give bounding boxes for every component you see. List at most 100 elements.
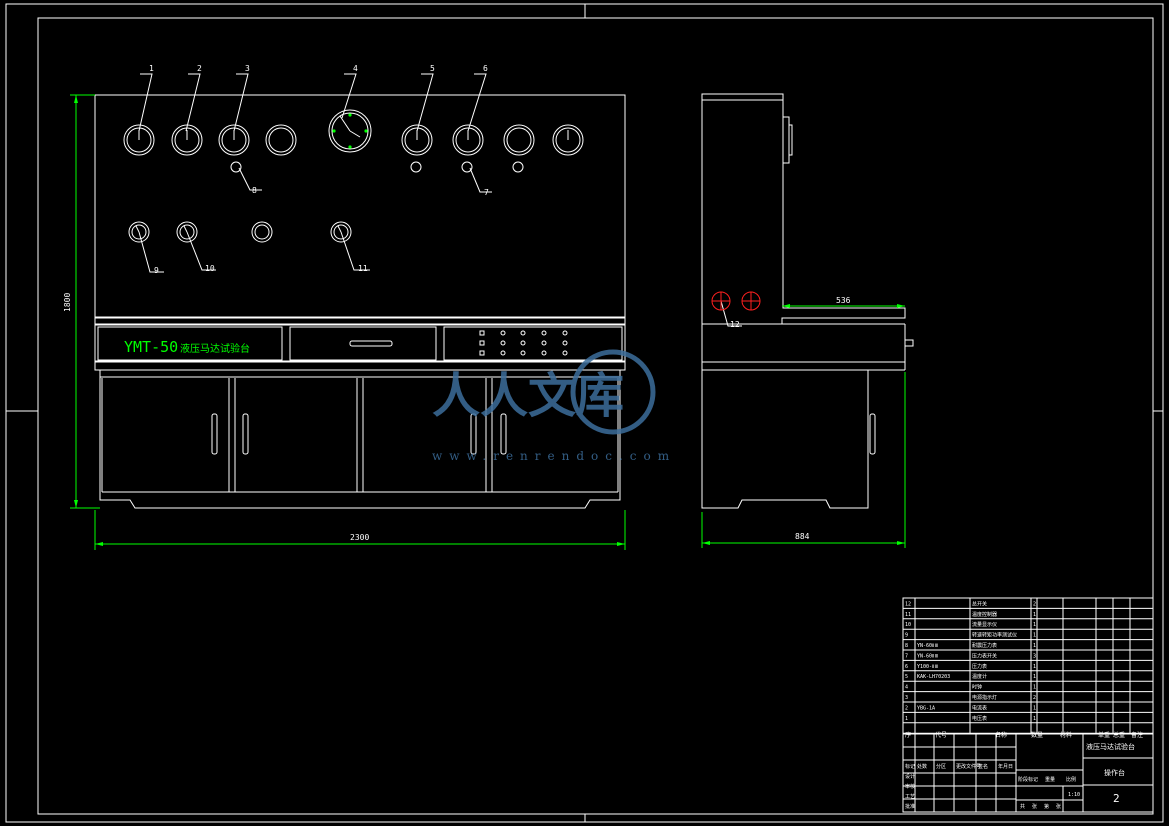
watermark-text: 人人文库: [432, 368, 624, 424]
part-number: 3: [905, 695, 908, 701]
sign-col-label: 分区: [936, 763, 946, 770]
part-number: 11: [905, 612, 911, 618]
parts-header: 数量: [1031, 731, 1043, 739]
part-qty: 1: [1033, 716, 1036, 722]
model-label: YMT-50: [124, 338, 178, 356]
weight-label: 重量: [1045, 776, 1055, 783]
width-value: 2300: [350, 533, 369, 542]
scale-value: 1:10: [1068, 792, 1080, 798]
depth-top-value: 536: [836, 296, 851, 305]
door-handle: [211, 413, 218, 455]
part-number: 1: [905, 716, 908, 722]
sign-col-label: 年月日: [998, 763, 1013, 770]
display-meter-icon: [251, 221, 273, 243]
callout-number: 11: [358, 264, 368, 273]
ratio-label: 比例: [1066, 776, 1076, 783]
part-name: 流量显示仪: [972, 621, 997, 628]
callout-number: 5: [430, 64, 435, 73]
display-meter-icon: [128, 221, 150, 243]
gauge-icon: [452, 124, 484, 156]
dimension-depth-top: 536: [782, 296, 905, 308]
sheet-number: 2: [1113, 792, 1120, 805]
gauge-icon: [171, 124, 203, 156]
watermark: 人人文库 www.renrendoc.com: [432, 349, 676, 463]
button-panel: [443, 326, 623, 361]
parts-header: 总重: [1113, 731, 1125, 739]
drawer-handle: [349, 340, 393, 347]
callout-number: 9: [154, 266, 159, 275]
gauge-icon: [123, 124, 155, 156]
desk-top: [94, 317, 626, 325]
gauge-switch-icon: [512, 161, 524, 173]
part-code: YN-60ⅡⅢ: [917, 643, 938, 649]
part-qty: 1: [1033, 643, 1036, 649]
part-name: 耐震压力表: [972, 642, 997, 649]
part-name: 时钟: [972, 684, 982, 691]
part-number: 9: [905, 633, 908, 639]
part-name: 总开关: [972, 600, 987, 607]
sub-name: 操作台: [1104, 768, 1125, 777]
parts-header: 代号: [935, 731, 947, 739]
display-row: [128, 221, 352, 243]
sign-row-label: 工艺: [905, 794, 915, 800]
part-name: 电流表: [972, 704, 987, 711]
parts-header: 序: [905, 731, 911, 739]
callout-number: 3: [245, 64, 250, 73]
part-name: 温度控制器: [972, 611, 997, 618]
part-name: 温度计: [972, 673, 987, 680]
part-number: 12: [905, 601, 911, 607]
part-number: 7: [905, 653, 908, 659]
part-qty: 2: [1033, 601, 1036, 607]
parts-header: 备注: [1131, 731, 1143, 739]
sheet-frame: [5, 3, 1164, 823]
gauge-icon: [265, 124, 297, 156]
sheet-label: 第: [1044, 803, 1049, 810]
part-qty: 1: [1033, 633, 1036, 639]
callout-number: 8: [252, 186, 257, 195]
callout-number: 7: [484, 188, 489, 197]
part-code: Y100-ⅡⅢ: [917, 664, 938, 670]
model-name: 液压马达试验台: [180, 342, 250, 355]
part-code: YBG-1A: [917, 705, 935, 711]
part-qty: 3: [1033, 653, 1036, 659]
sheet-label: 张: [1032, 803, 1037, 810]
sign-row-label: 批准: [905, 803, 915, 810]
sign-col-label: 更改文件号: [956, 763, 981, 770]
sheet-label: 共: [1020, 803, 1025, 810]
cabinet: [99, 369, 621, 509]
main-switch-icon: [741, 291, 761, 311]
control-strip: [94, 324, 626, 362]
part-qty: 1: [1033, 705, 1036, 711]
part-name: 电压表: [972, 715, 987, 722]
sheet-label: 张: [1056, 803, 1061, 810]
watermark-url: www.renrendoc.com: [432, 449, 676, 463]
part-qty: 1: [1033, 612, 1036, 618]
gauge-switch-icon: [461, 161, 473, 173]
depth-bottom-value: 884: [795, 532, 810, 541]
stage-label: 阶段标记: [1018, 776, 1038, 783]
sign-row-label: 审核: [905, 783, 915, 790]
side-door-handle: [869, 413, 876, 455]
callout-number: 6: [483, 64, 488, 73]
sign-col-label: 处数: [917, 763, 927, 770]
parts-header: 单重: [1098, 731, 1110, 739]
part-number: 6: [905, 664, 908, 670]
sign-row-label: 标记: [905, 763, 915, 770]
door-handle: [470, 413, 477, 455]
instrument-panel: [94, 94, 626, 318]
height-value: 1800: [63, 293, 72, 312]
callout-leaders: [138, 73, 742, 327]
part-number: 4: [905, 685, 908, 691]
part-code: YN-60ⅡⅢ: [917, 653, 938, 659]
part-number: 2: [905, 705, 908, 711]
part-number: 10: [905, 622, 911, 628]
main-switch-icon: [711, 291, 731, 311]
dimension-width: 2300: [94, 510, 626, 550]
callout-number: 10: [205, 264, 215, 273]
part-name: 转速转矩功率测试仪: [972, 632, 1017, 639]
part-name: 压力表开关: [972, 652, 997, 659]
front-view: YMT-50 液压马达试验台: [63, 64, 742, 550]
part-code: KAK-LH70203: [917, 674, 950, 680]
door-handle: [500, 413, 507, 455]
